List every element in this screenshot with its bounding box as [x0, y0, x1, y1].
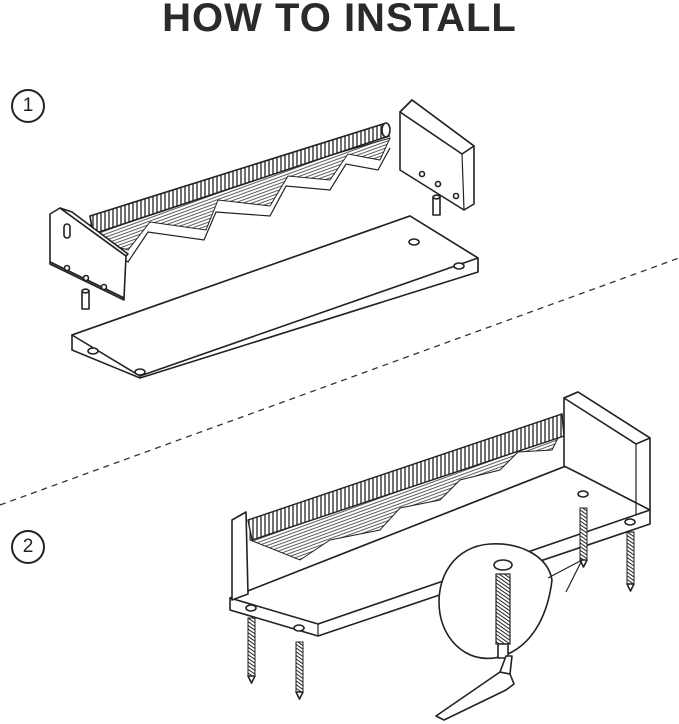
step-1-badge: 1	[11, 89, 45, 123]
detail-magnifier	[438, 543, 584, 660]
page-title: HOW TO INSTALL	[162, 0, 517, 40]
right-end-cap	[399, 99, 475, 211]
wall-anchor-screw-3	[579, 507, 588, 568]
dowel-pin-left	[81, 288, 90, 310]
dowel-pin-right	[432, 194, 441, 216]
step-1-exploded-view	[49, 99, 479, 379]
hex-key-tool	[435, 655, 515, 721]
step-2-badge: 2	[11, 530, 45, 564]
step-2-assembled-view	[229, 391, 651, 721]
wall-anchor-screw-1	[247, 617, 256, 684]
wall-anchor-screw-2	[295, 641, 304, 700]
shelf-board	[71, 215, 479, 379]
wall-anchor-screw-4	[626, 531, 635, 592]
left-end-cap	[49, 207, 129, 301]
brush-strip	[87, 122, 391, 263]
assembled-shelf-body	[229, 391, 651, 637]
